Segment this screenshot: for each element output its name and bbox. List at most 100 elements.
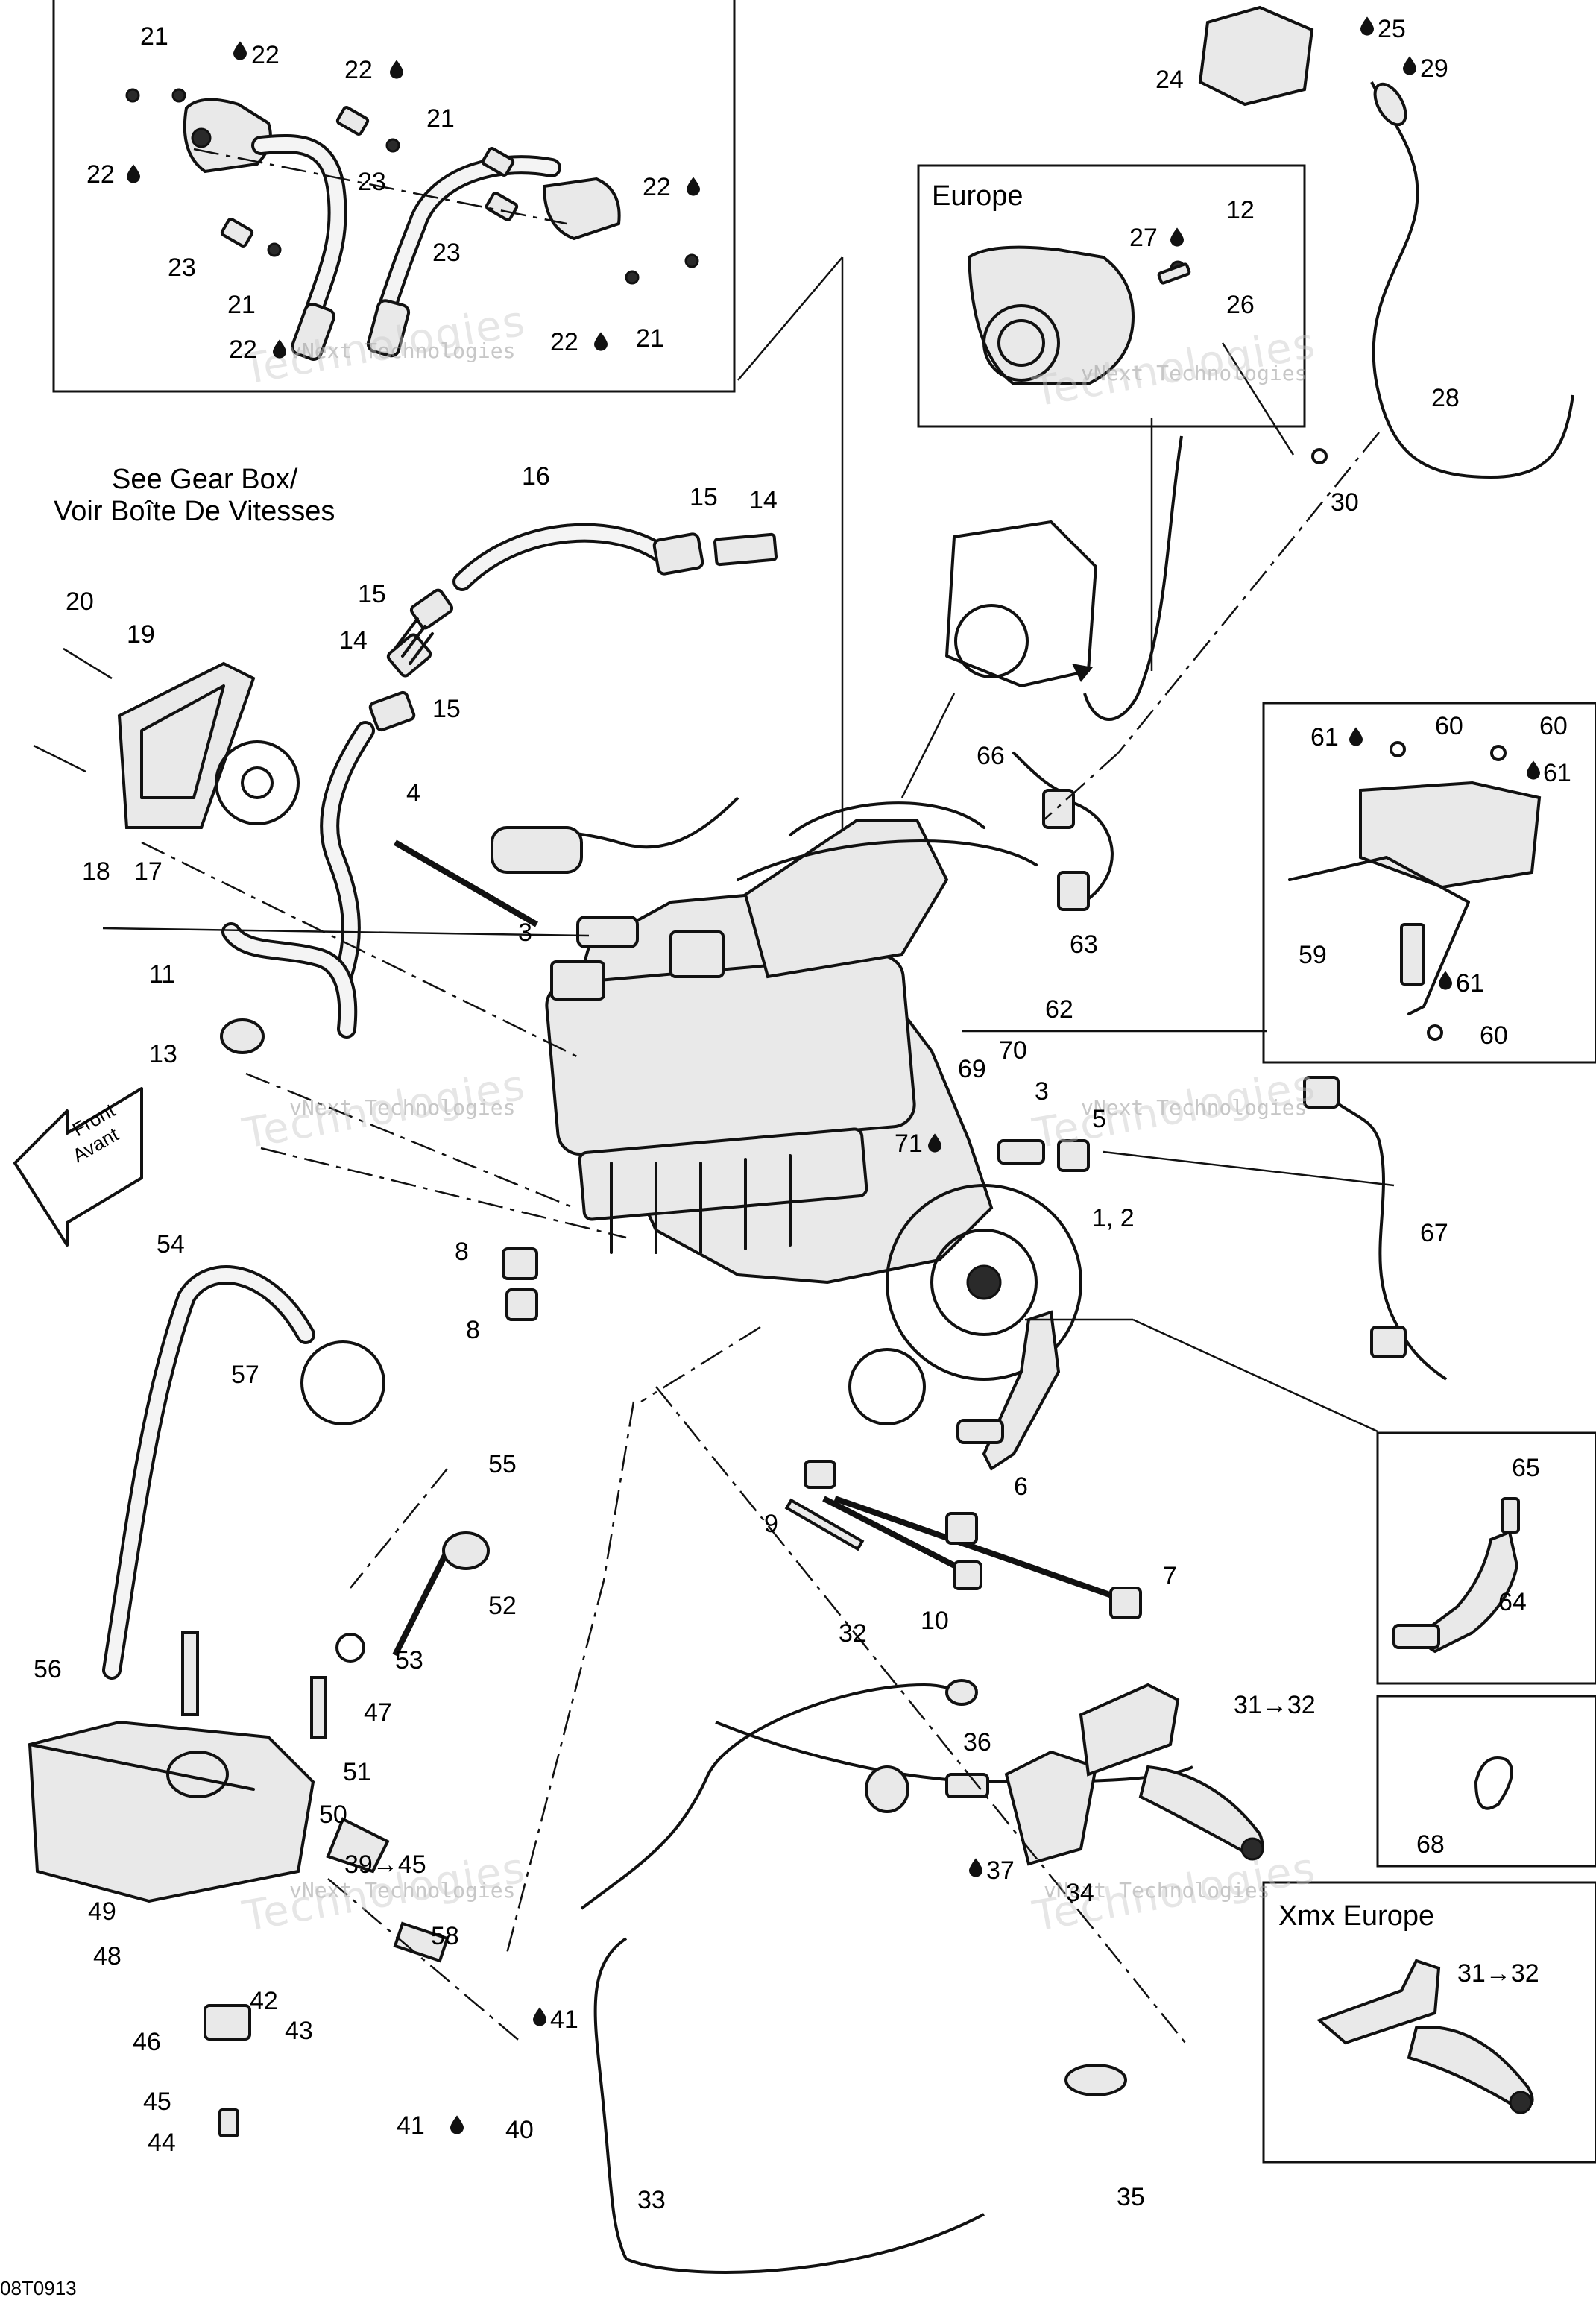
callout-15: 15: [690, 483, 718, 511]
callout-labels: 21 22 22 21 22 23 22 23 23 21 22 22 21 2…: [34, 15, 1571, 2214]
callout-15: 15: [358, 580, 386, 608]
oil-drop-icon: [969, 1858, 982, 1877]
callout-25: 25: [1378, 15, 1406, 43]
callout-22: 22: [86, 160, 115, 189]
xmx-europe-inset: [1262, 1881, 1596, 2164]
oil-drop-icon: [594, 332, 608, 351]
inset-title-europe: Europe: [932, 180, 1023, 212]
oil-drop-icon: [1403, 56, 1416, 75]
oil-tank: [28, 1631, 450, 2137]
callout-62: 62: [1045, 995, 1073, 1024]
watermark-text: Technologies: [239, 1061, 529, 1159]
callout-47: 47: [364, 1698, 392, 1727]
throttle-cable: [1198, 5, 1574, 479]
watermark-text: vNext Technologies: [1044, 1878, 1269, 1903]
callout-23: 23: [358, 168, 386, 196]
gear-box-note-fr: Voir Boîte De Vitesses: [54, 496, 335, 527]
callout-56: 56: [34, 1655, 62, 1683]
callout-leaders: [102, 256, 1395, 1433]
callout-61: 61: [1456, 969, 1484, 998]
callout-65: 65: [1512, 1454, 1540, 1482]
callout-11: 11: [149, 960, 175, 989]
watermark-text: vNext Technologies: [1081, 1095, 1307, 1120]
sensor-cable: [1303, 1076, 1448, 1381]
callout-3: 3: [1035, 1077, 1049, 1106]
callout-45: 45: [143, 2088, 171, 2116]
callout-13: 13: [149, 1040, 177, 1068]
callout-15: 15: [432, 695, 461, 723]
callout-22: 22: [344, 56, 373, 84]
callout-29: 29: [1420, 54, 1448, 83]
callout-46: 46: [133, 2028, 161, 2056]
throttle-body: [945, 435, 1183, 722]
callout-42: 42: [250, 1987, 278, 2015]
callout-60: 60: [1539, 712, 1568, 740]
callout-58: 58: [431, 1922, 459, 1950]
callout-23: 23: [432, 239, 461, 267]
oil-drop-icon: [533, 2007, 546, 2026]
callout-33: 33: [637, 2186, 666, 2214]
clutch-cable: [580, 1679, 1264, 2274]
callout-49: 49: [88, 1897, 116, 1926]
callout-18: 18: [82, 857, 110, 886]
callout-59: 59: [1299, 941, 1327, 969]
callout-22: 22: [229, 335, 257, 364]
callout-21: 21: [636, 324, 664, 353]
callout-31-32: 31→32: [1234, 1691, 1316, 1719]
breather-hoses: [220, 523, 778, 1054]
watermark-text: vNext Technologies: [289, 1095, 515, 1120]
callout-26: 26: [1226, 291, 1255, 319]
callout-14: 14: [339, 626, 368, 655]
callout-40: 40: [505, 2116, 534, 2144]
callout-4: 4: [406, 779, 420, 807]
sprocket-cover: [33, 647, 300, 829]
callout-23: 23: [168, 253, 196, 282]
callout-69: 69: [958, 1055, 986, 1083]
callout-41: 41: [550, 2006, 578, 2034]
watermark-text: vNext Technologies: [289, 1878, 515, 1903]
callout-44: 44: [148, 2129, 176, 2157]
callout-6: 6: [1014, 1472, 1028, 1501]
callout-55: 55: [488, 1450, 517, 1478]
oil-drop-icon: [450, 2115, 464, 2134]
callout-19: 19: [127, 620, 155, 649]
callout-1-2: 1, 2: [1092, 1204, 1135, 1232]
callout-21: 21: [227, 291, 256, 319]
gear-box-note: See Gear Box/: [112, 464, 298, 495]
callout-60: 60: [1435, 712, 1463, 740]
callout-32: 32: [839, 1619, 867, 1648]
engine-assembly: [491, 752, 1114, 1471]
oil-drop-icon: [687, 177, 700, 196]
oil-drop-icon: [233, 41, 247, 60]
callout-3: 3: [518, 919, 532, 947]
callout-35: 35: [1117, 2183, 1145, 2211]
callout-27: 27: [1129, 224, 1158, 252]
oil-drop-icon: [1349, 727, 1363, 746]
watermark-text: vNext Technologies: [1081, 361, 1307, 385]
callout-34: 34: [1066, 1879, 1094, 1907]
diagram-code: 08T0913: [0, 2277, 77, 2299]
callout-37: 37: [986, 1856, 1015, 1885]
callout-20: 20: [66, 587, 94, 616]
europe-throttle-inset: [917, 164, 1328, 464]
callout-7: 7: [1163, 1562, 1177, 1590]
callout-22: 22: [251, 41, 280, 69]
ignition-coil-inset: [52, 0, 736, 393]
inset-title-xmx-europe: Xmx Europe: [1278, 1900, 1434, 1932]
callout-17: 17: [134, 857, 163, 886]
oil-drop-icon: [1439, 971, 1452, 990]
assembly-leader-lines: [141, 432, 1380, 2044]
callout-43: 43: [285, 2017, 313, 2045]
callout-71: 71: [895, 1129, 923, 1158]
kick-lever-inset: [1376, 1431, 1596, 1685]
oil-drop-icon: [1170, 227, 1184, 247]
callout-9: 9: [764, 1510, 778, 1538]
callout-28: 28: [1431, 384, 1460, 412]
oil-drop-icon: [390, 60, 403, 79]
callout-22: 22: [550, 328, 578, 356]
callout-52: 52: [488, 1592, 517, 1620]
watermark-text: Technologies: [1029, 1061, 1319, 1159]
oil-drop-icon: [127, 164, 140, 183]
callout-5: 5: [1092, 1105, 1106, 1133]
